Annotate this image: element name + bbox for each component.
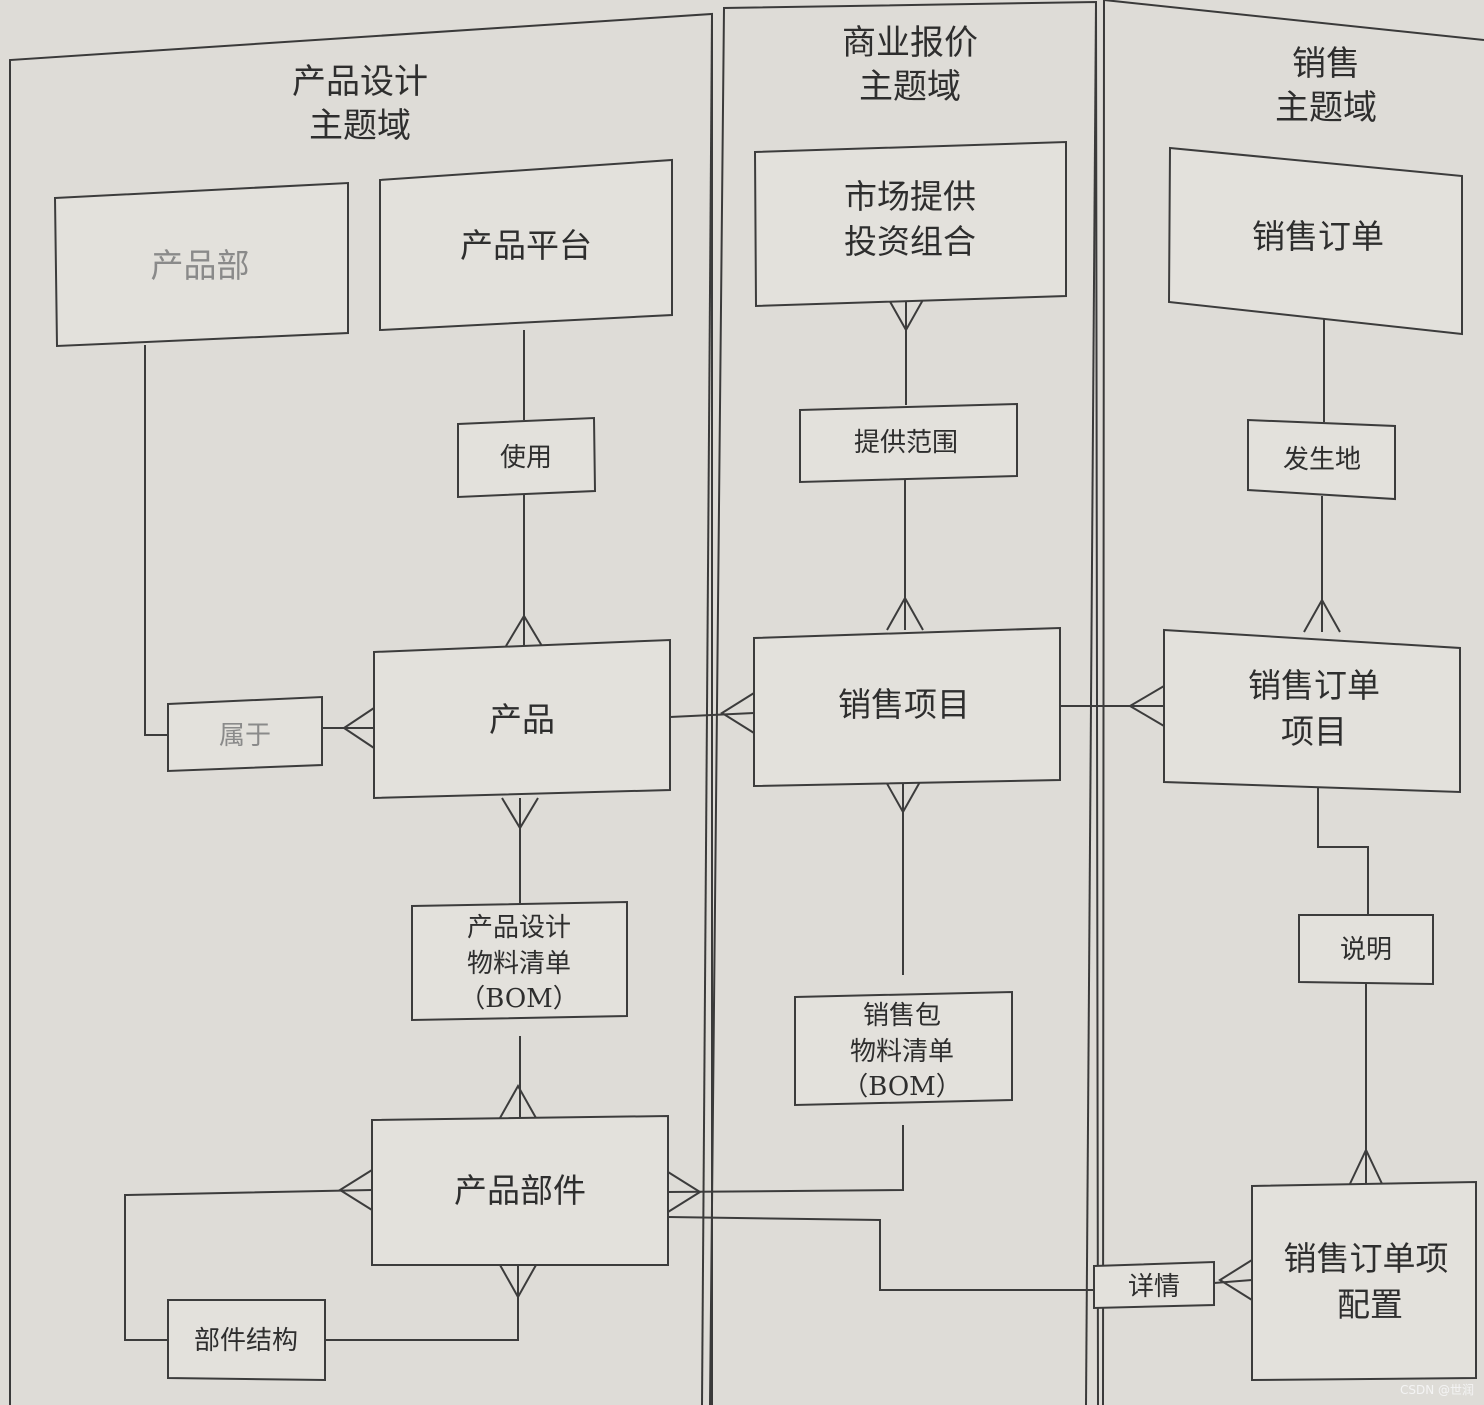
connector-component-structure-left bbox=[124, 1189, 373, 1341]
quote-sales-divider bbox=[1085, 1, 1097, 1405]
entity-sales-order-label: 销售订单 bbox=[1252, 217, 1384, 256]
entity-product: 产品 bbox=[373, 638, 671, 800]
relationship-design-bom-line3: （BOM） bbox=[459, 984, 579, 1014]
design-quote-divider bbox=[701, 13, 713, 1405]
entity-sales-item: 销售项目 bbox=[753, 626, 1061, 788]
design-domain-title-line2: 主题域 bbox=[309, 106, 411, 146]
sales-domain-title: 销售 主题域 bbox=[1275, 44, 1377, 128]
connector-component-details bbox=[667, 1216, 1094, 1291]
entity-product-line: 产品部 bbox=[53, 181, 349, 348]
relationship-belongs-to: 属于 bbox=[167, 695, 323, 773]
crowfoot-sales-item-bottom bbox=[884, 779, 922, 815]
crowfoot-component-left bbox=[338, 1169, 373, 1211]
connector-order-item-describes bbox=[1317, 786, 1369, 915]
connector-product-line-belongs bbox=[144, 345, 168, 736]
entity-sales-order-item-config: 销售订单项 配置 bbox=[1251, 1180, 1477, 1382]
relationship-details: 详情 bbox=[1093, 1260, 1215, 1310]
entity-product-line-label: 产品部 bbox=[151, 246, 250, 285]
entity-sales-order-item-config-line1: 销售订单项 bbox=[1284, 1239, 1449, 1278]
relationship-design-bom: 产品设计 物料清单 （BOM） bbox=[411, 900, 628, 1022]
crowfoot-component-right bbox=[667, 1171, 702, 1213]
crowfoot-order-item-left bbox=[1128, 685, 1165, 727]
crowfoot-portfolio-bottom bbox=[887, 297, 925, 333]
relationship-occurs-at: 发生地 bbox=[1247, 418, 1396, 501]
entity-sales-order-item-line2: 项目 bbox=[1281, 712, 1347, 751]
relationship-details-label: 详情 bbox=[1128, 1272, 1180, 1302]
crowfoot-config-left bbox=[1218, 1259, 1253, 1301]
crowfoot-config-top bbox=[1347, 1147, 1385, 1189]
crows-feet bbox=[338, 297, 1385, 1301]
quote-domain-title: 商业报价 主题域 bbox=[842, 23, 978, 107]
design-domain-title: 产品设计 主题域 bbox=[292, 62, 428, 146]
quote-domain-title-line1: 商业报价 bbox=[842, 23, 978, 63]
entity-sales-order-item-line1: 销售订单 bbox=[1248, 666, 1380, 705]
relationship-sales-bom-line3: （BOM） bbox=[842, 1072, 962, 1102]
connector-product-sales-item bbox=[669, 712, 755, 718]
entity-market-portfolio-line1: 市场提供 bbox=[844, 177, 976, 216]
crowfoot-product-bottom bbox=[501, 797, 539, 830]
entity-sales-item-label: 销售项目 bbox=[838, 685, 970, 724]
quote-frame bbox=[709, 0, 1099, 1405]
connector-component-structure-right bbox=[325, 1265, 519, 1341]
relationship-describes-label: 说明 bbox=[1340, 935, 1392, 965]
entity-product-component-label: 产品部件 bbox=[454, 1171, 586, 1210]
entity-market-portfolio: 市场提供 投资组合 bbox=[753, 140, 1067, 308]
entity-sales-order: 销售订单 bbox=[1167, 146, 1463, 336]
relationship-sales-bom-line1: 销售包 bbox=[863, 1001, 941, 1031]
entity-product-platform: 产品平台 bbox=[379, 158, 673, 332]
sales-frame bbox=[1102, 0, 1484, 1405]
relationship-design-bom-line1: 产品设计 bbox=[467, 913, 571, 943]
crowfoot-product-left bbox=[342, 707, 375, 749]
entity-product-component: 产品部件 bbox=[371, 1114, 669, 1266]
connector-details-config bbox=[1213, 1279, 1253, 1284]
relationship-sales-bom-line2: 物料清单 bbox=[850, 1037, 954, 1067]
relationship-sales-bom: 销售包 物料清单 （BOM） bbox=[794, 990, 1013, 1107]
crowfoot-component-bottom bbox=[499, 1264, 537, 1300]
crowfoot-product-top bbox=[505, 614, 543, 647]
relationship-describes: 说明 bbox=[1298, 914, 1434, 986]
connectors bbox=[124, 298, 1369, 1341]
design-domain-title-line1: 产品设计 bbox=[292, 62, 428, 102]
watermark-text: CSDN @世润 bbox=[1400, 1383, 1474, 1397]
relationship-uses: 使用 bbox=[457, 416, 597, 499]
entity-sales-order-item: 销售订单 项目 bbox=[1163, 628, 1461, 794]
entity-product-label: 产品 bbox=[489, 700, 555, 739]
quote-domain-title-line2: 主题域 bbox=[859, 67, 961, 107]
crowfoot-component-top bbox=[499, 1083, 537, 1119]
relationship-design-bom-line2: 物料清单 bbox=[467, 949, 571, 979]
relationship-component-structure: 部件结构 bbox=[167, 1299, 326, 1382]
column-frame bbox=[9, 0, 1484, 1405]
relationship-component-structure-label: 部件结构 bbox=[194, 1326, 298, 1356]
relationship-offer-scope-label: 提供范围 bbox=[854, 428, 958, 458]
relationship-uses-label: 使用 bbox=[500, 443, 552, 473]
entity-sales-order-item-config-line2: 配置 bbox=[1337, 1285, 1403, 1324]
sales-domain-title-line2: 主题域 bbox=[1275, 88, 1377, 128]
crowfoot-sales-item-top bbox=[886, 595, 924, 631]
entity-product-platform-label: 产品平台 bbox=[460, 226, 592, 265]
entity-market-portfolio-line2: 投资组合 bbox=[844, 222, 976, 261]
crowfoot-sales-item-left bbox=[720, 692, 755, 734]
sales-domain-title-line1: 销售 bbox=[1292, 44, 1360, 84]
relationship-offer-scope: 提供范围 bbox=[799, 402, 1018, 484]
relationship-occurs-at-label: 发生地 bbox=[1283, 445, 1361, 475]
connector-sales-bom-component bbox=[667, 1125, 904, 1193]
crowfoot-order-item-top bbox=[1303, 597, 1341, 633]
relationship-belongs-to-label: 属于 bbox=[219, 721, 271, 751]
